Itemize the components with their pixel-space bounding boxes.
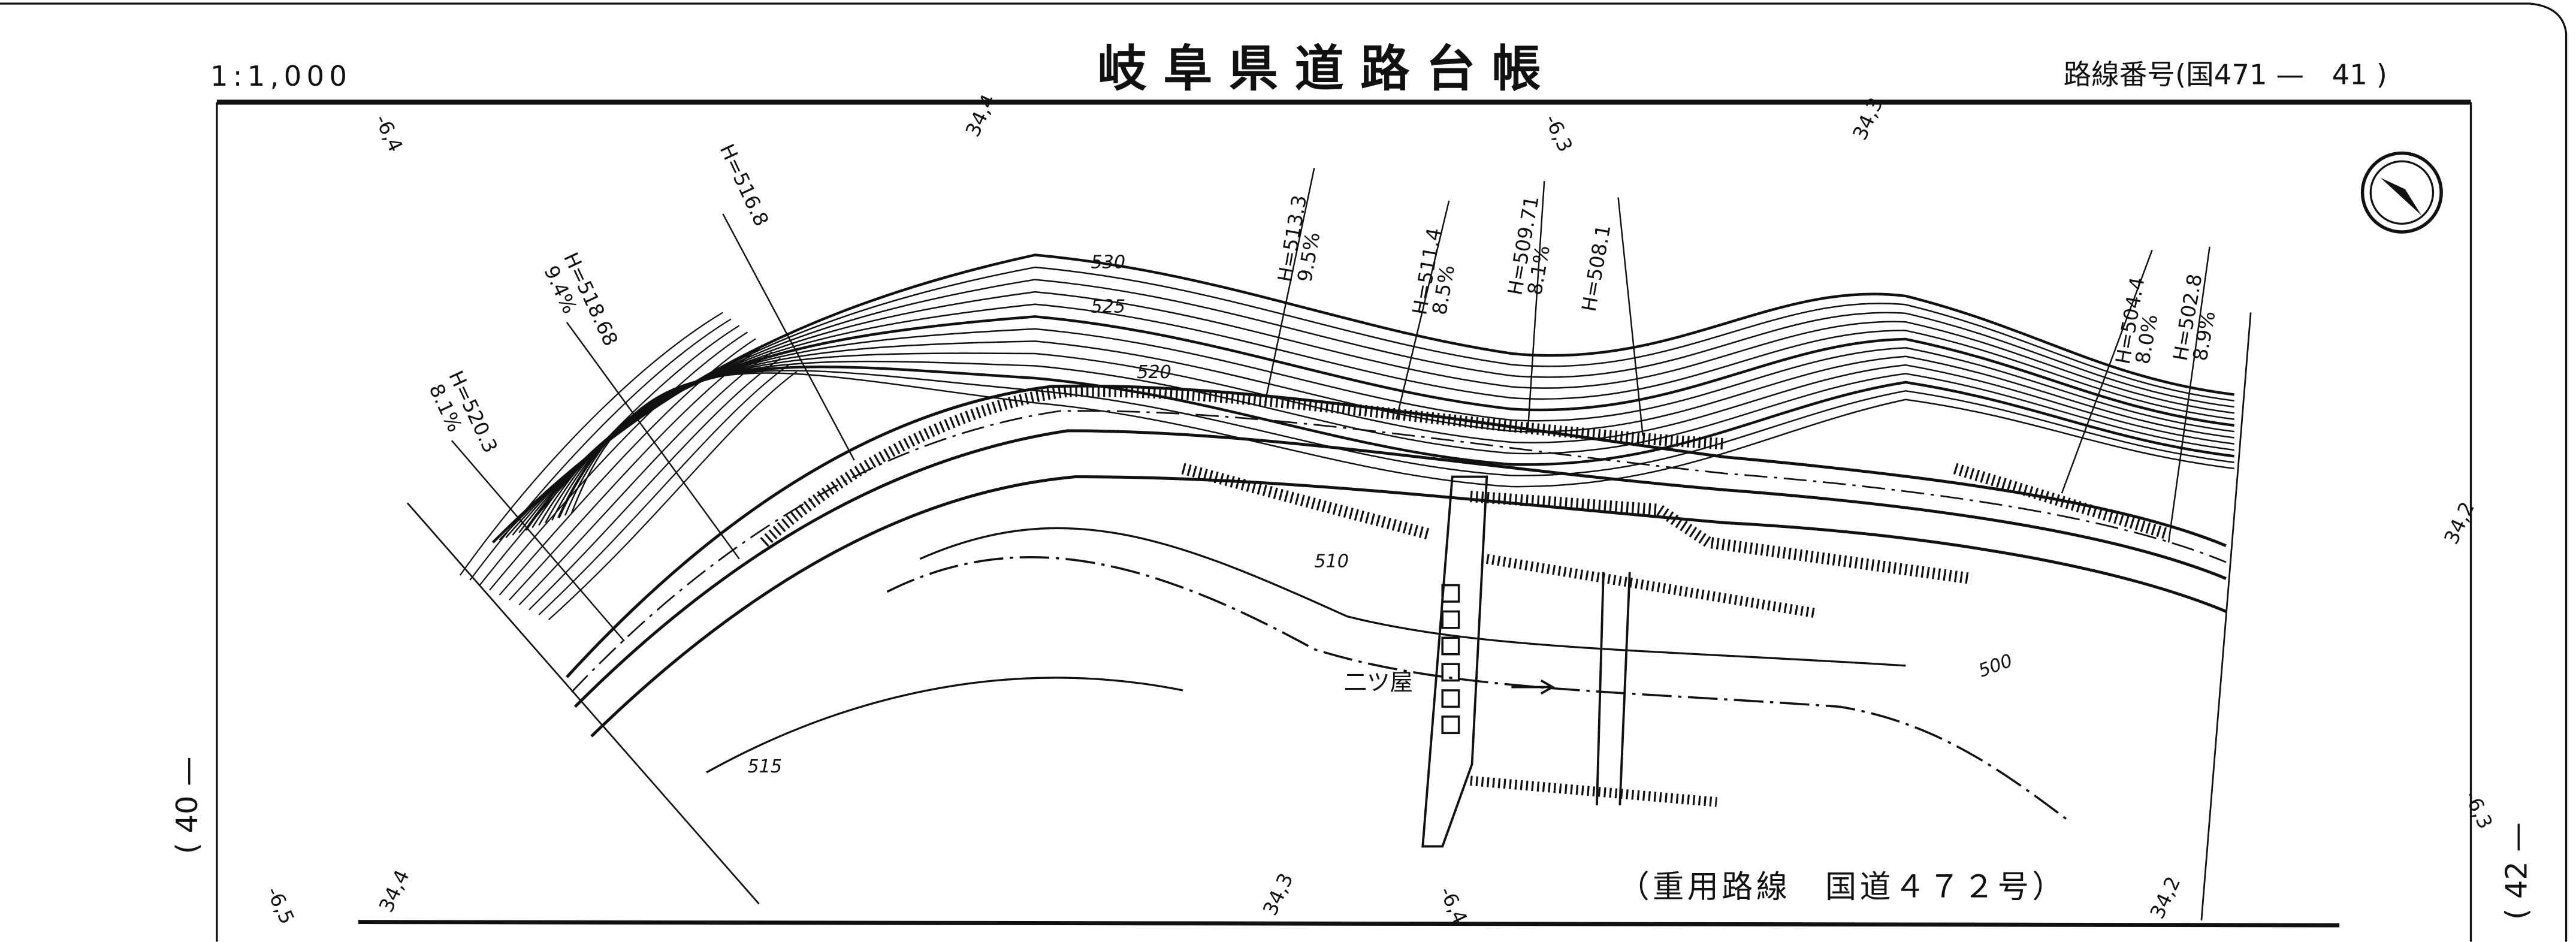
contour-line xyxy=(499,338,756,596)
coord-top-2: 34,4 xyxy=(961,90,1000,140)
bridge-pier xyxy=(1441,610,1460,629)
north-arrow-icon xyxy=(2360,151,2443,234)
contour-line xyxy=(548,371,798,620)
scale-label: 1:1,000 xyxy=(210,60,352,92)
contour-line xyxy=(518,303,2234,533)
contour-line xyxy=(479,325,740,586)
boundary-line xyxy=(406,502,760,905)
river-name: 二ツ屋 xyxy=(1344,669,1413,696)
contour-line xyxy=(489,331,748,591)
contour-label-515: 515 xyxy=(747,756,782,777)
station-line xyxy=(566,322,740,560)
contour-line xyxy=(551,360,2234,521)
contour-label-520: 520 xyxy=(1137,362,1171,383)
coord-right-2: -6,3 xyxy=(2460,787,2497,832)
contour-label-500: 500 xyxy=(1976,650,2015,682)
contour-line xyxy=(459,312,723,576)
station-height: H=508.1 xyxy=(1577,223,1615,313)
station-line xyxy=(722,213,855,461)
station-line xyxy=(1264,167,1315,403)
contour-line xyxy=(564,370,2234,516)
road-alignment xyxy=(566,384,2227,807)
contour-label-530: 530 xyxy=(1091,252,1125,273)
boundary-line-right xyxy=(2200,312,2252,920)
contour-line xyxy=(512,291,2234,536)
contour-line xyxy=(499,266,2234,541)
coord-top-1: -6,4 xyxy=(370,111,407,156)
prev-sheet-ref: ( 40 — xyxy=(170,757,204,855)
contour-line xyxy=(518,351,773,606)
station-line xyxy=(2061,249,2153,494)
grid-coordinate-labels: -6,4 34,4 -6,3 34,3 34,2 -6,3 -6,5 34,4 … xyxy=(262,90,2498,928)
contour-line xyxy=(529,358,781,611)
bridge xyxy=(1421,475,1631,848)
contour-line xyxy=(505,279,2234,538)
contour-line xyxy=(491,253,2234,544)
coord-bottom-5: 34,2 xyxy=(2145,872,2185,922)
contour-line xyxy=(469,318,732,581)
contour-line xyxy=(509,345,765,600)
river: 二ツ屋 xyxy=(706,527,2071,823)
contour-line xyxy=(538,364,789,615)
coord-bottom-1: -6,5 xyxy=(262,883,299,928)
bridge-pier xyxy=(1441,689,1460,708)
bridge-pier xyxy=(1441,663,1460,682)
station-line xyxy=(451,440,625,642)
next-sheet-ref: ( 42 — xyxy=(2499,822,2534,920)
coord-bottom-3: 34,3 xyxy=(1258,869,1297,919)
station-line xyxy=(1617,197,1644,436)
coord-top-3: -6,3 xyxy=(1540,111,1577,156)
contour-line xyxy=(545,352,2234,523)
bridge-pier xyxy=(1441,584,1460,603)
contour-line xyxy=(524,315,2234,531)
station-line xyxy=(1396,200,1450,419)
frame-bottom xyxy=(358,920,2340,928)
route-number: 路線番号(国471 — 41 ) xyxy=(2064,58,2387,90)
coord-bottom-2: 34,4 xyxy=(374,866,413,916)
bridge-pier xyxy=(1441,715,1460,735)
contour-labels: 530 525 520 515 510 500 xyxy=(747,252,2015,777)
contour-lines xyxy=(459,253,2234,620)
coord-right-1: 34,2 xyxy=(2439,498,2479,548)
station-line xyxy=(1527,181,1545,431)
contour-line xyxy=(557,366,2234,519)
contour-line xyxy=(531,328,2234,529)
contour-label-510: 510 xyxy=(1314,551,1349,572)
coord-bottom-4: -6,4 xyxy=(1435,883,1472,928)
contour-line xyxy=(570,372,2234,514)
sheet-title: 岐阜県道路台帳 xyxy=(1097,41,1557,98)
contour-line xyxy=(538,340,2234,526)
contour-label-525: 525 xyxy=(1091,296,1125,317)
route-note: （重用路線 国道４７２号） xyxy=(1618,869,2067,905)
bridge-pier xyxy=(1441,636,1460,656)
station-line xyxy=(2167,246,2210,543)
